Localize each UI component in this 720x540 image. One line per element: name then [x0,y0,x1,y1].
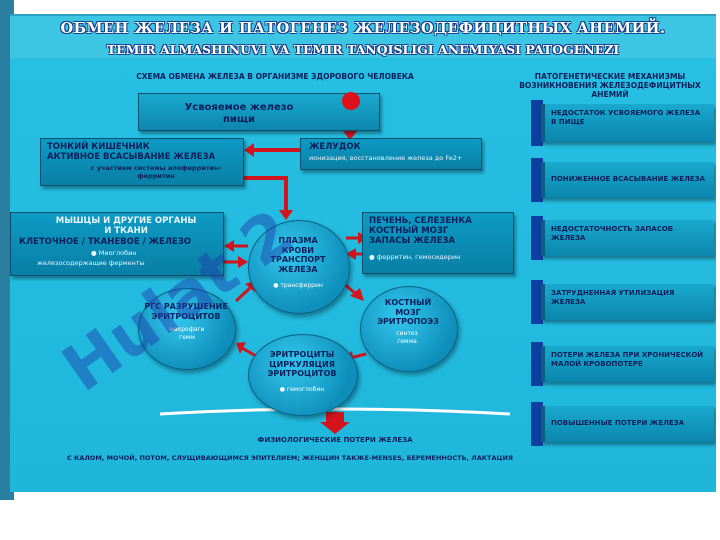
mechanism-2: ПОНИЖЕННОЕ ВСАСЫВАНИЕ ЖЕЛЕЗА [541,162,714,198]
liver-title: ПЕЧЕНЬ, СЕЛЕЗЕНКА КОСТНЫЙ МОЗГ ЗАПАСЫ ЖЕ… [369,216,472,246]
marrow-title: КОСТНЫЙ МОЗГ ЭРИТРОПОЭЗ [377,298,439,326]
arrowhead-circulation-rbc [236,342,246,354]
tissues-main: КЛЕТОЧНОЕ / ТКАНЕВОЕ / ЖЕЛЕЗО [19,237,191,247]
poster-title: ОБМЕН ЖЕЛЕЗА И ПАТОГЕНЕЗ ЖЕЛЕЗОДЕФИЦИТНЫ… [60,20,666,37]
mechanism-4: ЗАТРУДНЕННАЯ УТИЛИЗАЦИЯ ЖЕЛЕЗА [541,284,714,320]
arrowhead-tissues-plasma [238,256,248,268]
stomach-title: ЖЕЛУДОК [309,142,361,152]
mechanism-6: ПОВЫШЕННЫЕ ПОТЕРИ ЖЕЛЕЗА [541,406,714,442]
circulation-circle [248,334,358,416]
stomach-note: ионизация, восстановление железа до Fe2+ [309,154,463,162]
tissues-box: МЫШЦЫ И ДРУГИЕ ОРГАНЫ И ТКАНИ КЛЕТОЧНОЕ … [10,212,224,276]
arrowhead-food-stomach [342,130,358,140]
arrow-intestine-plasma [244,176,288,212]
circulation-note: ● гемоглобин [279,386,325,393]
red-dot-icon [342,92,360,110]
poster: ОБМЕН ЖЕЛЕЗА И ПАТОГЕНЕЗ ЖЕЛЕЗОДЕФИЦИТНЫ… [10,14,716,492]
marrow-note: синтез гемма [396,330,418,345]
mechanism-5: ПОТЕРИ ЖЕЛЕЗА ПРИ ХРОНИЧЕСКОЙ МАЛОЙ КРОВ… [541,346,714,382]
intestine-title: ТОНКИЙ КИШЕЧНИК АКТИВНОЕ ВСАСЫВАНИЕ ЖЕЛЕ… [47,142,216,162]
tissues-note-myoglobin: ● Миоглобин [91,249,137,257]
scheme-header: СХЕМА ОБМЕНА ЖЕЛЕЗА В ОРГАНИЗМЕ ЗДОРОВОГ… [136,72,414,81]
rbc-destruction-note: макрофаги гемм [169,326,205,341]
mechanism-4-stub [531,280,543,324]
plasma-circle [248,220,350,314]
circulation-title: ЭРИТРОЦИТЫ ЦИРКУЛЯЦИЯ ЭРИТРОЦИТОВ [267,350,337,378]
arrowhead-losses [320,412,350,434]
mechanism-3: НЕДОСТАТОЧНОСТЬ ЗАПАСОВ ЖЕЛЕЗА [541,220,714,256]
mechanism-1: НЕДОСТАТОК УСВОЯЕМОГО ЖЕЛЕЗА В ПИЩЕ [541,104,714,142]
food-iron-box: Усвояемое железо пищи [138,93,380,131]
liver-box: ПЕЧЕНЬ, СЕЛЕЗЕНКА КОСТНЫЙ МОЗГ ЗАПАСЫ ЖЕ… [362,212,514,274]
tissues-note-enzymes: железосодержащие ферменты [37,259,145,267]
arrow-rbc-plasma [234,286,252,303]
tissues-title: МЫШЦЫ И ДРУГИЕ ОРГАНЫ И ТКАНИ [55,216,197,236]
flow-arrows [159,120,511,434]
arrowhead-stomach-intestine [244,143,254,157]
losses-details: С КАЛОМ, МОЧОЙ, ПОТОМ, СЛУЩИВАЮЩИМСЯ ЭПИ… [67,454,513,462]
intestine-note: с участием системы апоферритин-ферритин [90,164,222,180]
right-header: ПАТОГЕНЕТИЧЕСКИЕ МЕХАНИЗМЫ ВОЗНИКНОВЕНИЯ… [519,72,701,99]
mechanism-5-stub [531,342,543,386]
rbc-destruction-title: РГС РАЗРУШЕНИЕ ЭРИТРОЦИТОВ [144,302,228,321]
arrowhead-intestine-plasma [279,210,293,220]
plasma-title: ПЛАЗМА КРОВИ ТРАНСПОРТ ЖЕЛЕЗА [270,236,326,274]
stomach-box: ЖЕЛУДОК ионизация, восстановление железа… [300,138,482,170]
mechanism-6-stub [531,402,543,446]
poster-subtitle: TEMIR ALMASHINUVI VA TEMIR TANQISLIGI AN… [106,42,620,57]
food-iron-label: Усвояемое железо пищи [184,102,294,125]
rbc-destruction-circle [138,288,236,370]
mechanism-3-stub [531,216,543,260]
marrow-circle [360,286,458,372]
mechanism-1-stub [531,100,543,146]
losses-title: ФИЗИОЛОГИЧЕСКИЕ ПОТЕРИ ЖЕЛЕЗА [257,436,413,444]
plasma-note: ● трансферрин [273,282,323,289]
arrowhead-plasma-tissues [224,240,234,252]
arrowhead-liver-plasma [346,248,356,260]
intestine-box: ТОНКИЙ КИШЕЧНИК АКТИВНОЕ ВСАСЫВАНИЕ ЖЕЛЕ… [40,138,244,186]
mechanism-2-stub [531,158,543,202]
arrowhead-plasma-marrow [350,288,364,301]
liver-note: ● ферритин, гемосидерин [369,253,461,261]
